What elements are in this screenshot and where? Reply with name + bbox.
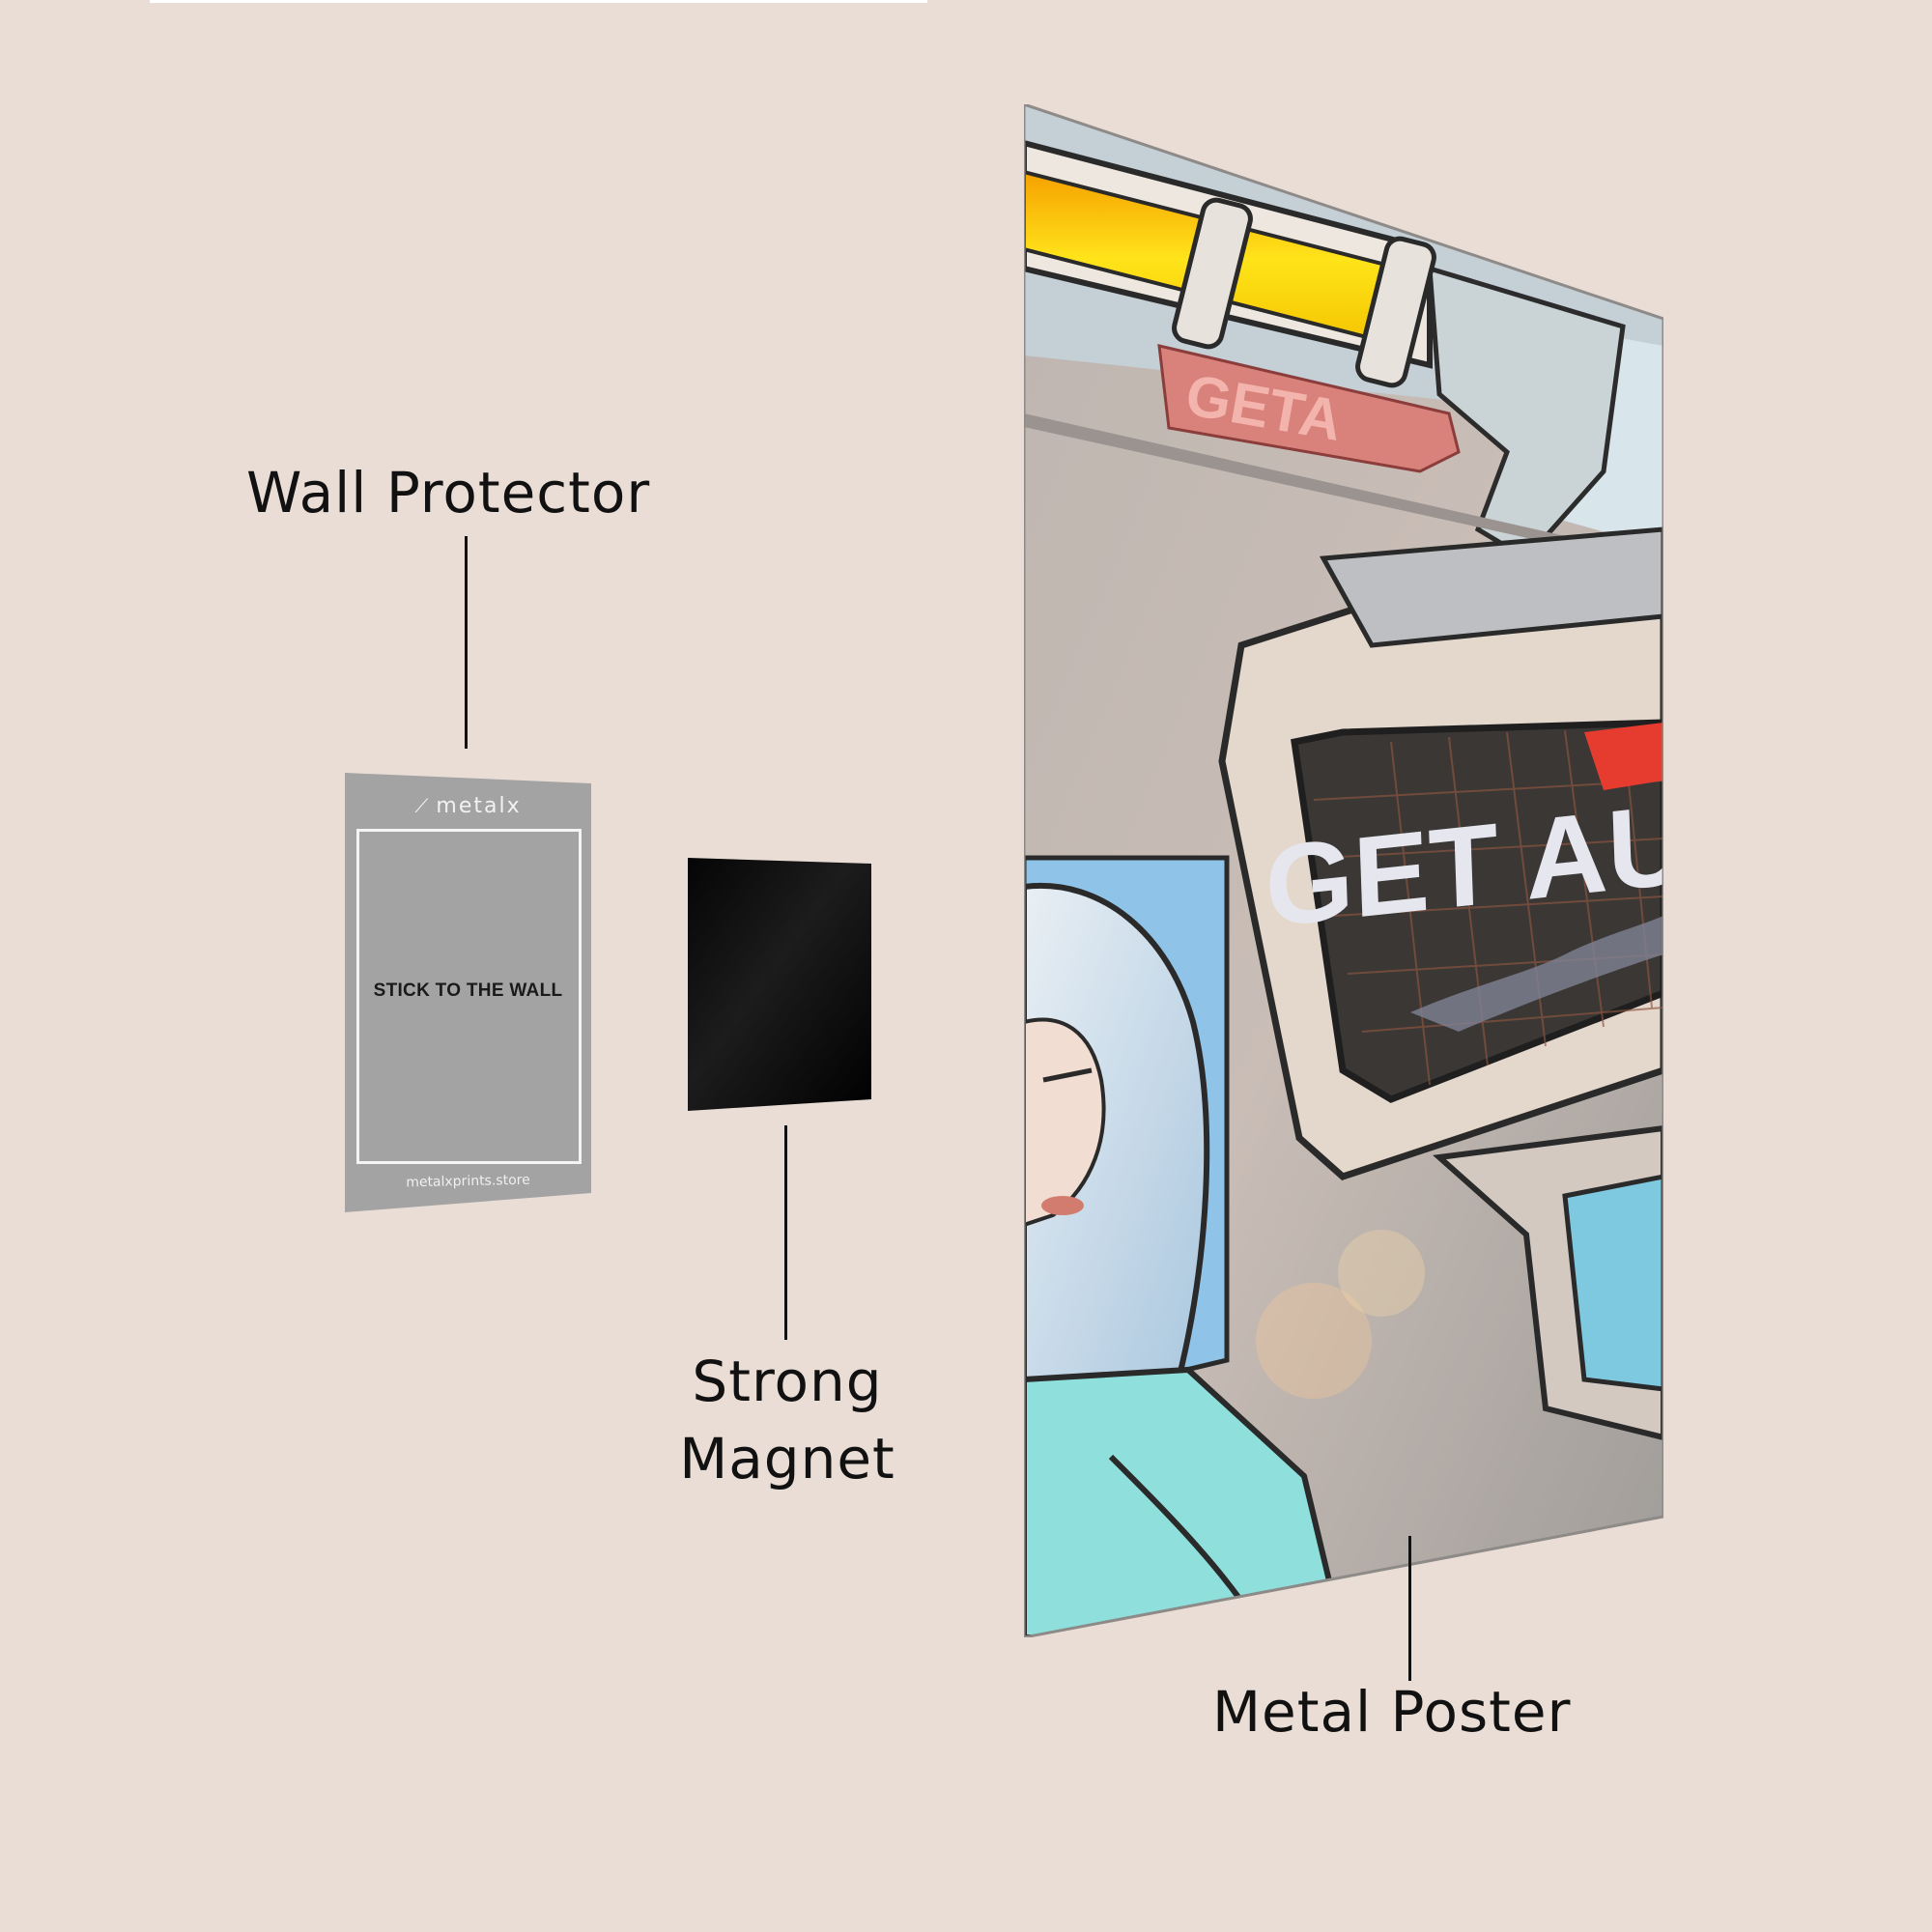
magnet-leader-line (784, 1125, 787, 1340)
protector-url: metalxprints.store (406, 1172, 530, 1191)
metal-poster-label: Metal Poster (1212, 1679, 1572, 1745)
strong-magnet-label-line1: Strong (692, 1349, 883, 1414)
top-edge-strip (150, 0, 927, 3)
poster-leader-line (1408, 1536, 1411, 1681)
protector-brand-text: metalx (436, 794, 522, 818)
wall-protector-label: Wall Protector (246, 460, 651, 526)
protector-brand: ⟋metalx (345, 794, 591, 818)
protector-frame (356, 829, 582, 1164)
wall-protector-leader-line (465, 536, 468, 749)
strong-magnet-label-line2: Magnet (679, 1426, 895, 1492)
metalx-logo-icon: ⟋ (414, 794, 431, 817)
wall-protector-plate: ⟋metalx STICK TO THE WALL metalxprints.s… (345, 773, 591, 1212)
strong-magnet-label: Strong Magnet (667, 1343, 908, 1497)
metal-poster: GETA GET AUG (1024, 104, 1663, 1637)
strong-magnet (688, 858, 871, 1111)
protector-instruction: STICK TO THE WALL (373, 980, 563, 1001)
